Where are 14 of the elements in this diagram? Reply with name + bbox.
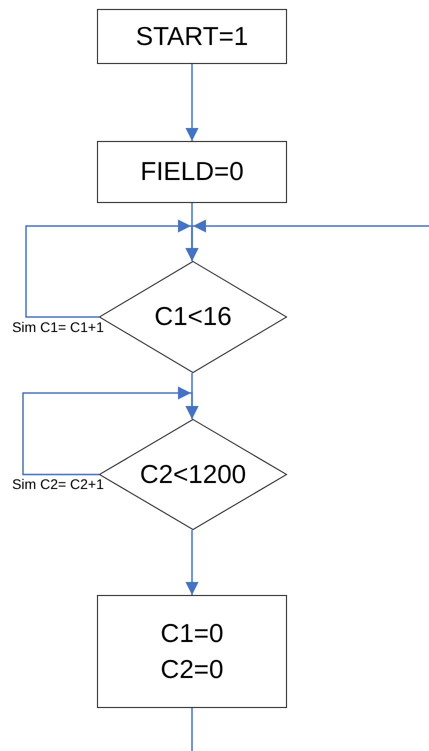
node-text: START=1 bbox=[134, 20, 250, 53]
node-text: FIELD=0 bbox=[139, 155, 245, 188]
edge-label: Sim C1= C1+1 bbox=[11, 318, 105, 336]
arrow bbox=[186, 220, 429, 261]
process-box bbox=[97, 9, 287, 64]
node-text: C1=0 C2=0 bbox=[160, 617, 224, 686]
arrow bbox=[186, 530, 198, 595]
arrow bbox=[22, 386, 198, 476]
arrow bbox=[186, 64, 198, 141]
edge-label: Sim C2= C2+1 bbox=[11, 475, 105, 494]
node-text: C2<1200 bbox=[138, 458, 248, 491]
process-box bbox=[97, 141, 287, 203]
node-text: C1<16 bbox=[153, 300, 233, 334]
process-box bbox=[97, 595, 287, 708]
